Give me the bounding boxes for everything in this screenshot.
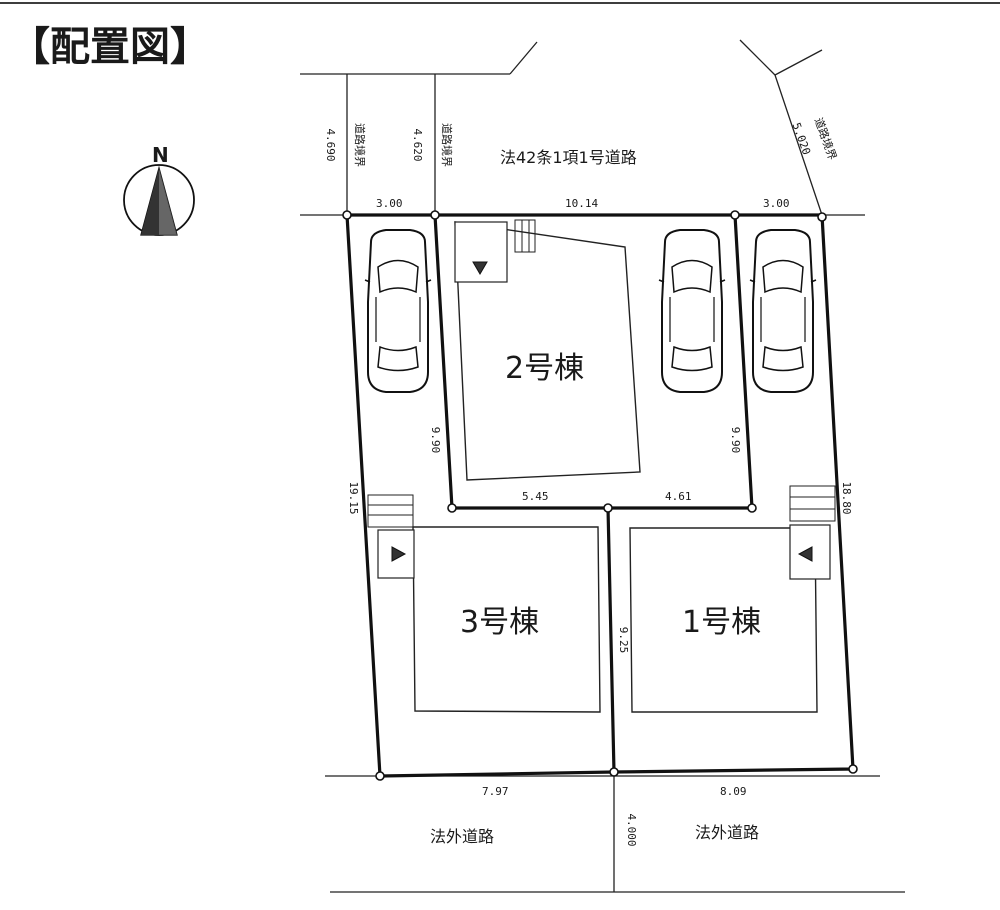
building-2-label: 2号棟 <box>505 351 584 386</box>
south-road-width: 4.000 <box>625 813 638 846</box>
dim-top-right: 3.00 <box>763 197 790 210</box>
building-1-footprint: 1号棟 <box>629 485 836 713</box>
dim-bottom-left: 7.97 <box>482 785 509 798</box>
left-road1-boundary-label: 道路境界 <box>353 123 367 167</box>
car-icon <box>658 229 726 393</box>
car-icon <box>749 229 817 393</box>
entrance-marker-icon <box>797 546 813 562</box>
dim-lot2-right: 9.90 <box>729 427 742 454</box>
dim-divider: 9.25 <box>617 627 630 654</box>
left-road1-width: 4.690 <box>324 128 337 161</box>
north-arrow-icon: N <box>123 143 195 236</box>
right-road-boundary-label: 道路境界 <box>812 116 840 162</box>
south-road-left-label: 法外道路 <box>430 827 494 846</box>
dim-lot2-bottom-right: 4.61 <box>665 490 692 503</box>
building-3-label: 3号棟 <box>460 605 539 640</box>
north-letter: N <box>152 143 169 167</box>
building-1-label: 1号棟 <box>682 605 761 640</box>
building-3-footprint: 3号棟 <box>367 494 601 713</box>
dim-lot2-bottom-left: 5.45 <box>522 490 549 503</box>
entrance-marker-icon <box>391 546 407 562</box>
dim-lot2-left: 9.90 <box>429 427 442 454</box>
dim-top-left: 3.00 <box>376 197 403 210</box>
entrance-marker-icon <box>472 261 488 275</box>
plan-title: 【配置図】 <box>10 24 210 70</box>
boundary-markers <box>342 210 858 781</box>
left-road2-boundary-label: 道路境界 <box>440 123 454 167</box>
left-road2-width: 4.620 <box>411 128 424 161</box>
dim-outer-right: 18.80 <box>840 481 853 514</box>
road-lines <box>300 39 905 893</box>
dim-top-mid: 10.14 <box>565 197 598 210</box>
dim-bottom-right: 8.09 <box>720 785 747 798</box>
car-icon <box>364 229 432 393</box>
dim-outer-left: 19.15 <box>347 481 360 514</box>
north-road-width: 5.020 <box>790 121 814 157</box>
south-road-right-label: 法外道路 <box>695 823 759 842</box>
north-road-label: 法42条1項1号道路 <box>500 148 637 167</box>
site-boundary <box>345 213 855 778</box>
building-2-footprint: 2号棟 <box>454 219 641 481</box>
